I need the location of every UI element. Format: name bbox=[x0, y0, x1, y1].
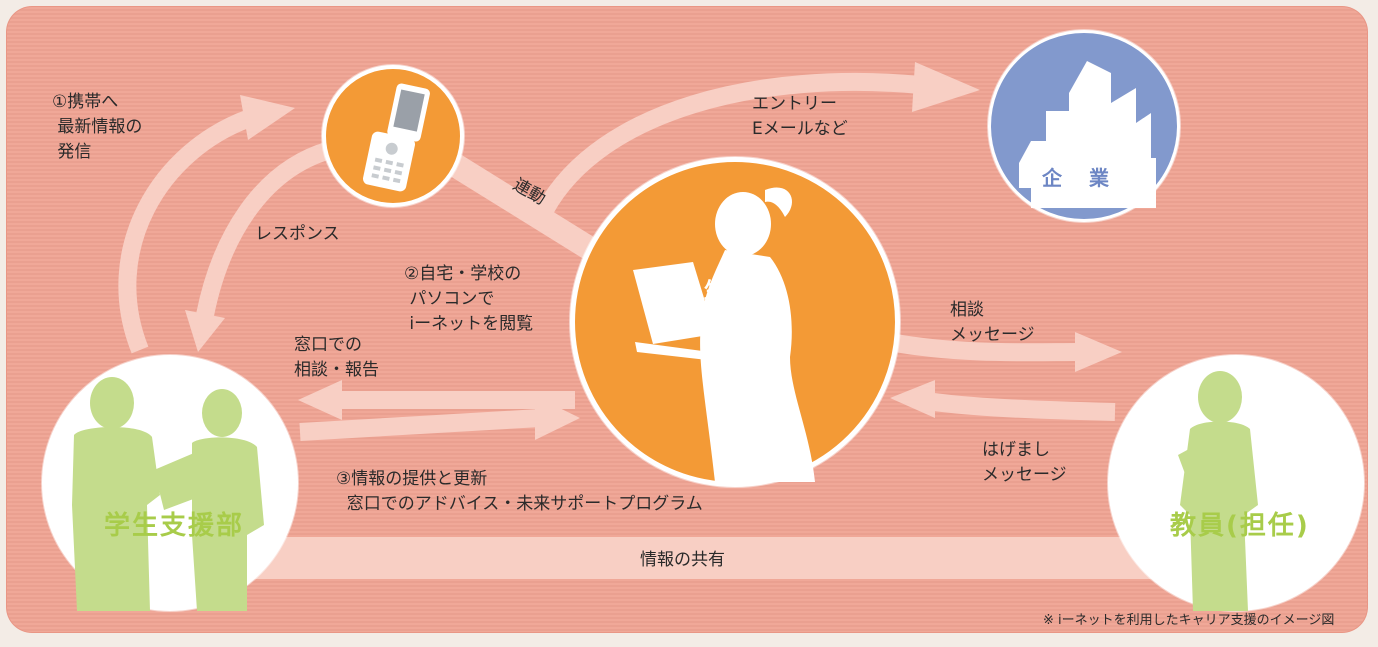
arrowhead-student-encourage bbox=[890, 380, 935, 418]
arrow-teacher-to-student bbox=[918, 391, 1116, 421]
arrow-link bbox=[448, 154, 607, 266]
arrowhead-company bbox=[912, 62, 980, 112]
label-info-provide: ③情報の提供と更新 窓口でのアドバイス・未来サポートプログラム bbox=[336, 469, 703, 514]
arrowhead-student-info bbox=[535, 396, 580, 440]
staff-silhouette-icon bbox=[72, 377, 264, 611]
label-info-share: 情報の共有 bbox=[640, 550, 725, 570]
student-node bbox=[570, 157, 900, 487]
arrowhead-office-counter bbox=[298, 380, 342, 420]
arrow-office-to-student bbox=[299, 409, 541, 441]
buildings-icon bbox=[1019, 61, 1156, 208]
teacher-name: 教員(担任) bbox=[1170, 511, 1310, 541]
arrowhead-phone bbox=[240, 95, 295, 140]
arrow-entry bbox=[537, 72, 921, 215]
office-name: 学生支援部 bbox=[104, 511, 245, 541]
phone-node bbox=[322, 65, 464, 207]
arrow-office-to-phone bbox=[118, 109, 254, 354]
student-name: 学 生 bbox=[650, 279, 738, 304]
teacher-silhouette-icon bbox=[1178, 371, 1258, 611]
arrowhead-teacher bbox=[1075, 332, 1122, 372]
arrowhead-office-response bbox=[185, 310, 225, 352]
label-counter-consult: 窓口での 相談・報告 bbox=[294, 335, 379, 380]
label-consult-message: 相談 メッセージ bbox=[950, 300, 1035, 345]
office-node bbox=[42, 355, 298, 611]
teacher-node bbox=[1108, 355, 1364, 611]
arrow-phone-to-office bbox=[196, 141, 333, 317]
label-home-school: ②自宅・学校の パソコンで iーネットを閲覧 bbox=[404, 264, 534, 334]
arrow-student-to-teacher bbox=[888, 333, 1081, 362]
company-node bbox=[988, 30, 1180, 222]
label-mobile-info: ①携帯へ 最新情報の 発信 bbox=[52, 92, 143, 162]
label-response: レスポンス bbox=[255, 224, 340, 244]
company-name: 企 業 bbox=[1042, 166, 1119, 190]
label-entry: エントリー Eメールなど bbox=[752, 94, 848, 139]
diagram-note: ※ iーネットを利用したキャリア支援のイメージ図 bbox=[1043, 613, 1335, 628]
mobile-phone-icon bbox=[362, 83, 430, 192]
label-encourage-message: はげまし メッセージ bbox=[982, 440, 1067, 485]
student-silhouette-icon bbox=[633, 187, 815, 482]
